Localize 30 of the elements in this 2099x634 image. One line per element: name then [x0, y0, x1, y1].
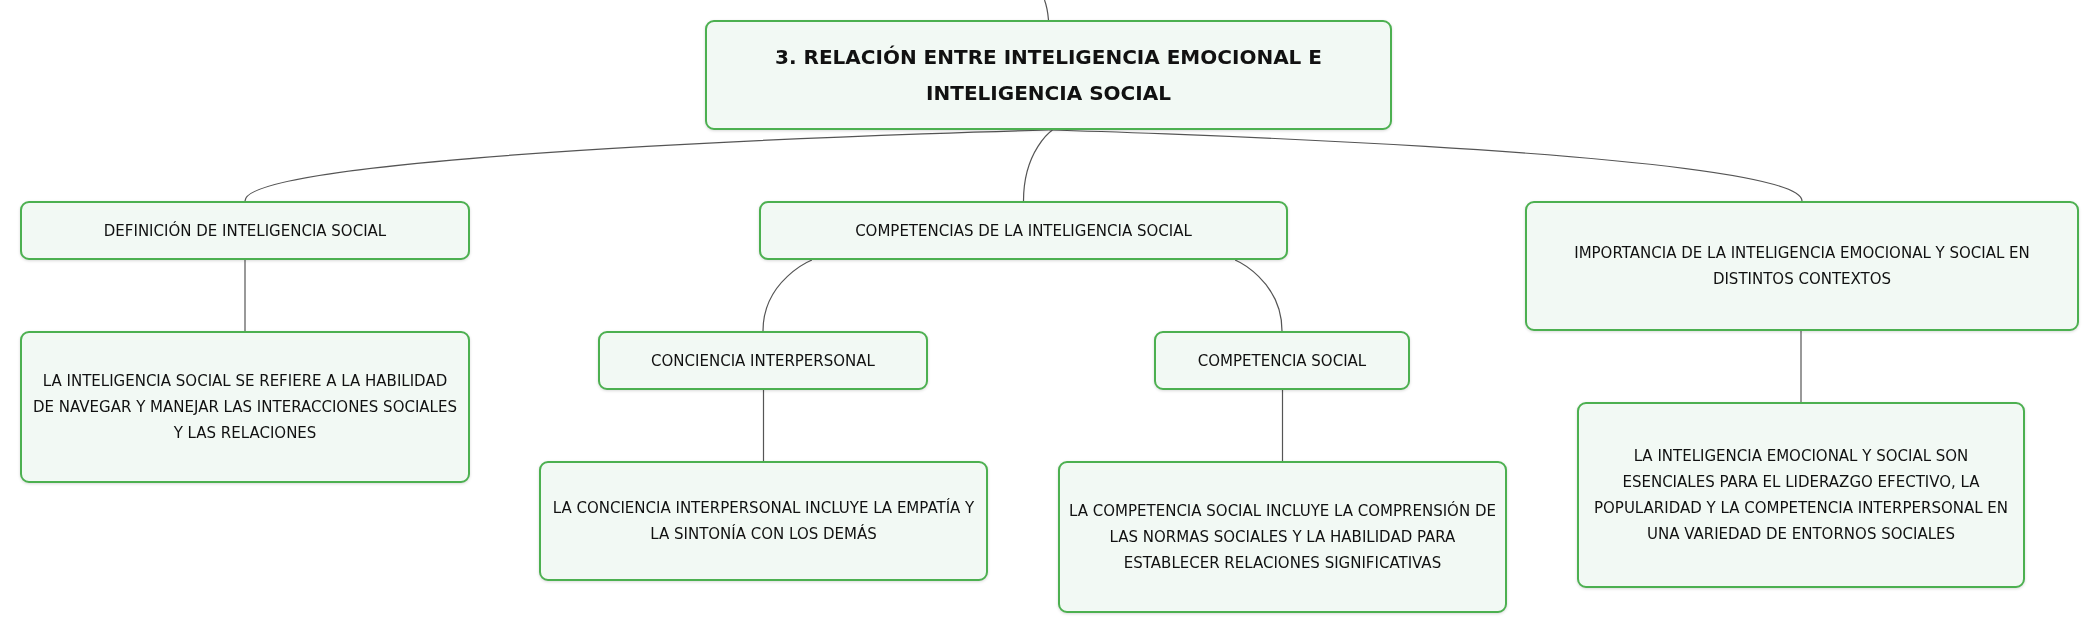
connector-line [244, 259, 246, 332]
node-text: LA COMPETENCIA SOCIAL INCLUYE LA COMPRENSIÓN DE LAS NORMAS SOCIALES Y LA HABILIDAD PARA ESTABLECER RELACIONES SIGNIFICATIVAS [1068, 500, 1497, 574]
subtopic-box [20, 331, 470, 483]
topic-box [705, 20, 1392, 130]
subtopic-box [759, 201, 1288, 260]
node-text: CONCIENCIA INTERPERSONAL [651, 350, 875, 372]
subtopic-box [1154, 331, 1410, 390]
subtopic-box [1525, 201, 2079, 331]
connector-line [1281, 389, 1284, 462]
connector-line [1022, 129, 1054, 202]
connector-line [1234, 259, 1283, 332]
subtopic-box [598, 331, 928, 390]
node-text: 3. RELACIÓN ENTRE INTELIGENCIA EMOCIONAL E INTELIGENCIA SOCIAL [774, 44, 1323, 107]
node-text: LA CONCIENCIA INTERPERSONAL INCLUYE LA EMPATÍA Y LA SINTONÍA CON LOS DEMÁS [551, 497, 976, 545]
node-text: LA INTELIGENCIA SOCIAL SE REFIERE A LA HABILIDAD DE NAVEGAR Y MANEJAR LAS INTERACCIONES SOCIALES Y LAS RELACIONES [32, 371, 458, 444]
node-text: IMPORTANCIA DE LA INTELIGENCIA EMOCIONAL Y SOCIAL EN DISTINTOS CONTEXTOS [1573, 243, 2031, 290]
node-text: LA INTELIGENCIA EMOCIONAL Y SOCIAL SON ESENCIALES PARA EL LIDERAZGO EFECTIVO, LA POPULARIDAD Y LA COMPETENCIA INTERPERSONAL EN UNA VARIEDAD DE ENTORNOS SOCIALES [1593, 446, 2009, 545]
connector-line [762, 259, 813, 332]
connector-line [1047, 129, 1803, 202]
subtopic-box [20, 201, 470, 260]
connector-line [1043, 0, 1050, 21]
connector-line [244, 129, 1050, 202]
subtopic-box [1058, 461, 1507, 613]
node-text: COMPETENCIA SOCIAL [1197, 350, 1367, 372]
connector-line [762, 389, 765, 462]
subtopic-box [1577, 402, 2025, 588]
subtopic-box [539, 461, 988, 581]
node-text: DEFINICIÓN DE INTELIGENCIA SOCIAL [103, 220, 387, 242]
connector-line [1800, 330, 1802, 403]
node-text: COMPETENCIAS DE LA INTELIGENCIA SOCIAL [855, 220, 1192, 242]
